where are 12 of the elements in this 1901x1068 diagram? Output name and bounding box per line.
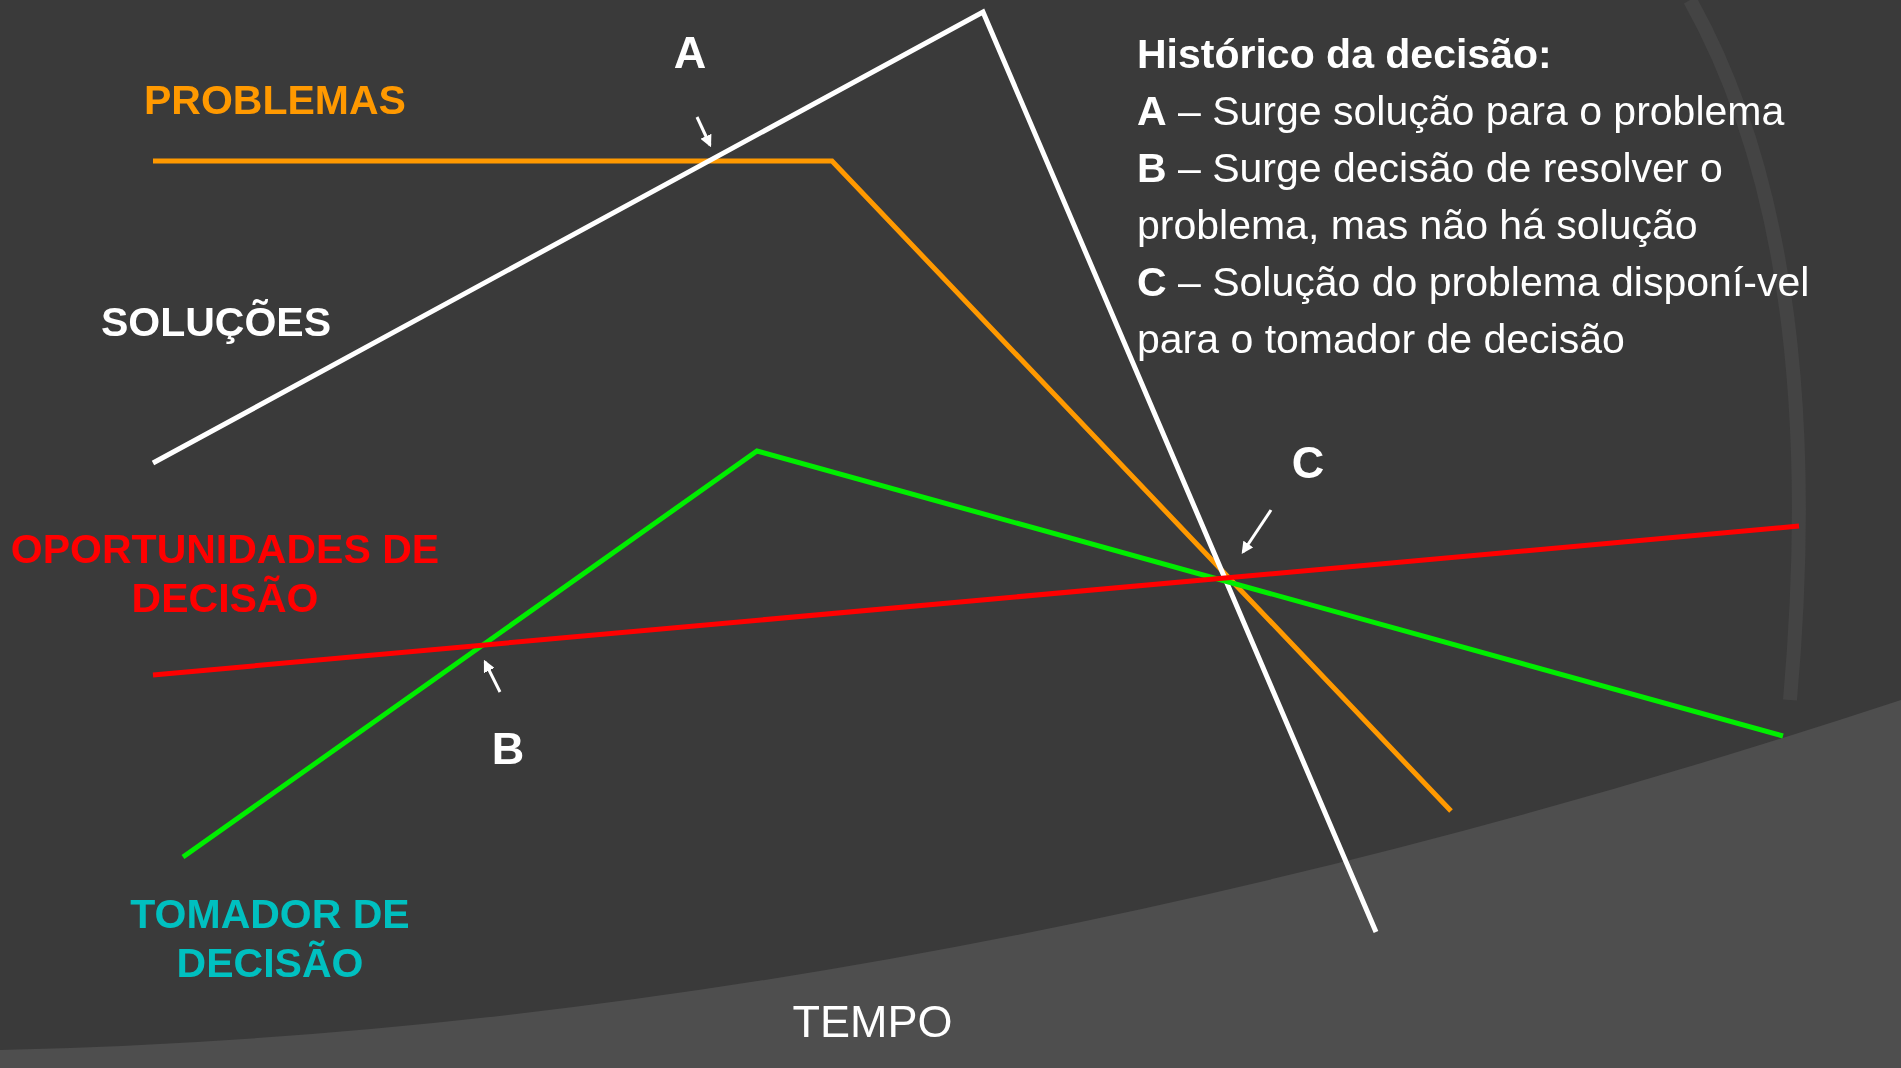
history-note: A – Surge solução para o problema [1137, 87, 1786, 136]
stream-label: TOMADOR DE DECISÃO [129, 890, 411, 989]
point-letter: C [1290, 436, 1326, 490]
stream-label: PROBLEMAS [143, 76, 407, 125]
axis-label: TEMPO [791, 995, 954, 1049]
history-note: B – Surge decisão de resolver o problema, mas não há solução [1137, 144, 1724, 250]
point-letter: B [490, 722, 526, 776]
history-title: Histórico da decisão: [1137, 30, 1553, 79]
stream-label: SOLUÇÕES [99, 298, 333, 347]
history-note: C – Solução do problema disponí-vel para o tomador de decisão [1137, 258, 1811, 364]
point-letter: A [672, 26, 708, 80]
stream-label: OPORTUNIDADES DE DECISÃO [10, 525, 440, 624]
